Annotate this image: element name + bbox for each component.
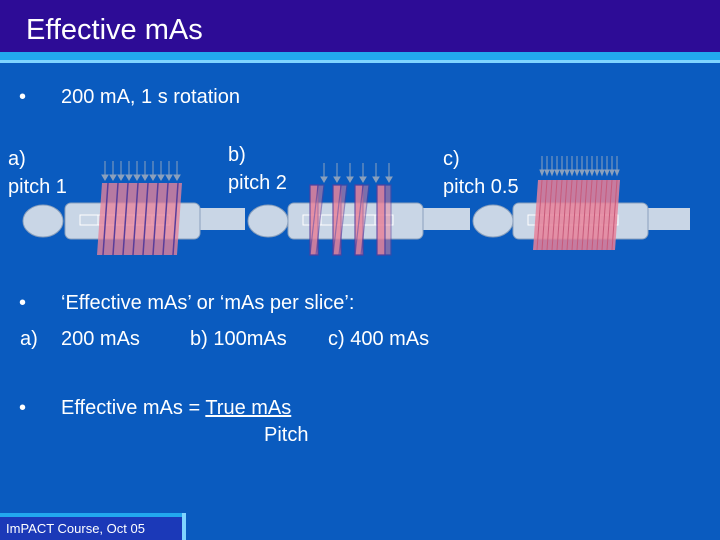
formula-numerator: True mAs [205, 397, 292, 419]
bullet-2-text: ‘Effective mAs’ or ‘mAs per slice’: [61, 292, 355, 314]
footer-text: ImPACT Course, Oct 05 [6, 521, 145, 536]
helix-band [97, 182, 182, 256]
diagram-b-label: pitch 2 [228, 172, 287, 194]
title-rule-light [0, 60, 720, 63]
bullet-2-marker: • [19, 292, 27, 314]
slice-boxes [302, 214, 394, 226]
formula-denominator: Pitch [264, 424, 309, 446]
xray-arrows-dense [539, 156, 620, 177]
xray-arrows [320, 163, 393, 183]
patient-head [472, 204, 514, 238]
scanner-diagram-pitch-0-5 [472, 156, 690, 251]
slide-title: Effective mAs [26, 14, 203, 46]
footer-rule [0, 513, 186, 517]
helix-band-dense [533, 179, 620, 251]
diagram-a-label: pitch 1 [8, 176, 67, 198]
footer: ImPACT Course, Oct 05 [0, 513, 186, 540]
patient-head [22, 204, 64, 238]
answer-a: 200 mAs [61, 328, 140, 350]
diagram-b-letter: b) [228, 144, 246, 166]
answer-a-letter: a) [20, 328, 38, 350]
bullet-1-text: 200 mA, 1 s rotation [61, 86, 240, 108]
answer-c: c) 400 mAs [328, 328, 430, 350]
footer-edge [182, 513, 186, 540]
diagram-a-letter: a) [8, 148, 26, 170]
title-rule [0, 52, 720, 60]
patient-head [247, 204, 289, 238]
title-bar: Effective mAs [0, 0, 720, 52]
answer-b: b) 100mAs [190, 328, 287, 350]
formula-left: Effective mAs = [61, 397, 206, 419]
bullet-1-marker: • [19, 86, 27, 108]
scanner-diagram-pitch-1 [22, 161, 245, 256]
diagram-c-label: pitch 0.5 [443, 176, 519, 198]
scanner-diagram-pitch-2 [247, 163, 470, 256]
diagram-c-letter: c) [443, 148, 460, 170]
formula-line: Effective mAs = True mAs [61, 397, 291, 420]
xray-arrows [101, 161, 181, 181]
helix-strips [309, 184, 392, 256]
bullet-3-marker: • [19, 397, 27, 419]
